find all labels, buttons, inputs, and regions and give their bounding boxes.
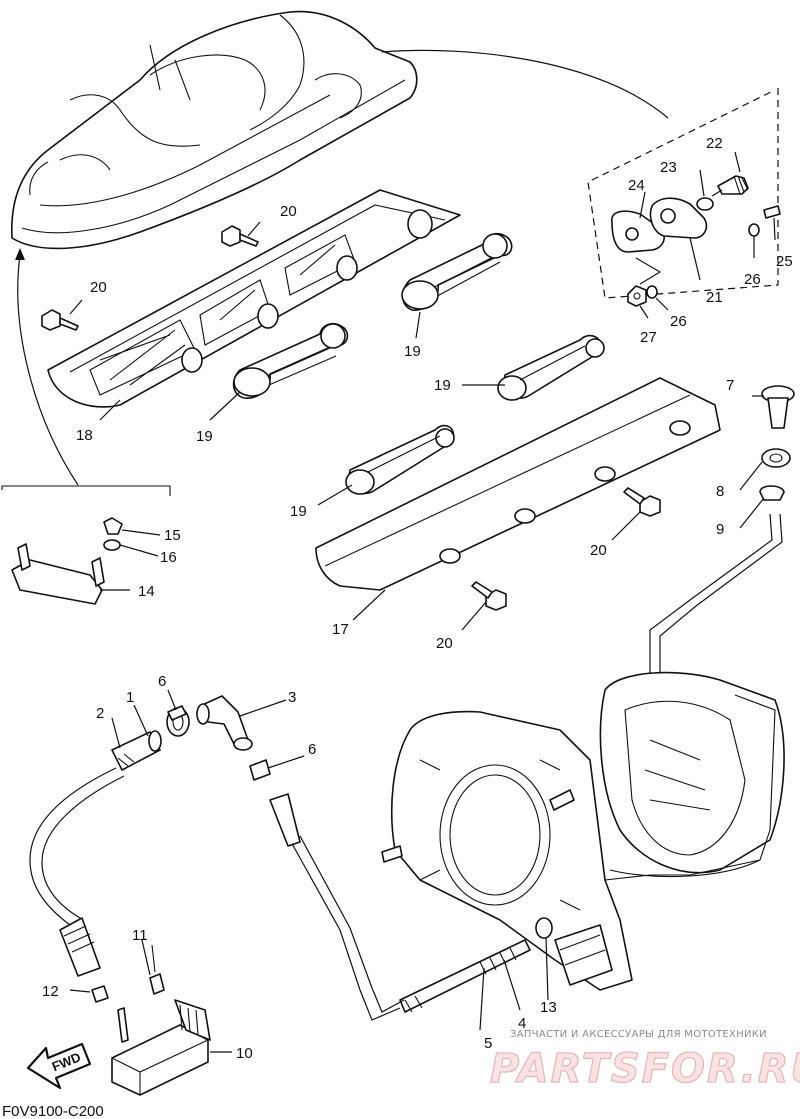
hose-long bbox=[289, 839, 401, 1021]
part-23-label: 23 bbox=[660, 159, 677, 176]
part-6a-label: 6 bbox=[158, 673, 166, 690]
sensor-box-10 bbox=[111, 999, 232, 1096]
watermark-brand: PARTSFOR.RU bbox=[490, 1046, 800, 1092]
part-20c-label: 20 bbox=[590, 542, 607, 559]
engine-mount-19-lower-left bbox=[345, 424, 455, 495]
intermediate-housing bbox=[381, 710, 761, 991]
engine-mount-bracket-18 bbox=[47, 189, 461, 408]
part-19d-label: 19 bbox=[290, 503, 307, 520]
detail-leader-upper bbox=[381, 49, 669, 119]
plug-assembly-7-9 bbox=[739, 385, 795, 529]
detail-box-right bbox=[587, 88, 781, 319]
part-4-label: 4 bbox=[518, 1015, 526, 1032]
diagram-code: F0V9100-C200 bbox=[2, 1103, 104, 1119]
part-6b-label: 6 bbox=[308, 741, 316, 758]
part-20d-label: 20 bbox=[436, 635, 453, 652]
part-11-label: 11 bbox=[132, 927, 148, 944]
watercraft-illustration bbox=[11, 10, 418, 250]
engine-mount-19-upper-left bbox=[232, 322, 349, 399]
part-7-label: 7 bbox=[726, 377, 734, 394]
hose-clamp-6-b bbox=[249, 759, 271, 781]
engine-mount-19-upper-right bbox=[401, 232, 513, 311]
part-15-label: 15 bbox=[164, 527, 181, 544]
fitting-11 bbox=[149, 944, 165, 995]
bolt-20-c bbox=[623, 487, 661, 517]
part-19b-label: 19 bbox=[196, 428, 213, 445]
part-27-label: 27 bbox=[640, 329, 657, 346]
engine-mount-bracket-17 bbox=[315, 377, 721, 591]
part-14-label: 14 bbox=[138, 583, 155, 600]
detail-leader-left bbox=[17, 254, 79, 486]
jet-pump-housing bbox=[599, 671, 785, 878]
part-18-label: 18 bbox=[76, 427, 93, 444]
elbow-fitting-3 bbox=[196, 695, 253, 751]
hose-4-5 bbox=[399, 939, 531, 1031]
cap-12 bbox=[69, 985, 109, 1003]
clamp-13 bbox=[535, 917, 553, 1001]
part-19a-label: 19 bbox=[404, 343, 421, 360]
part-21-label: 21 bbox=[706, 289, 723, 306]
part-10-label: 10 bbox=[236, 1045, 253, 1062]
bolt-20-a bbox=[221, 225, 259, 247]
label-leaders bbox=[69, 221, 641, 976]
bolt-20-b bbox=[41, 309, 79, 331]
part-19c-label: 19 bbox=[434, 377, 451, 394]
fwd-arrow-icon: FWD bbox=[26, 1042, 92, 1090]
part-12-label: 12 bbox=[42, 983, 59, 1000]
hose-to-pump bbox=[649, 513, 773, 690]
hose-fitting-1-2 bbox=[111, 730, 162, 771]
part-2-label: 2 bbox=[96, 705, 104, 722]
part-3-label: 3 bbox=[288, 689, 296, 706]
part-17-label: 17 bbox=[332, 621, 349, 638]
part-16-label: 16 bbox=[160, 549, 177, 566]
part-26b-label: 26 bbox=[670, 313, 687, 330]
part-5-label: 5 bbox=[484, 1035, 492, 1052]
part-24-label: 24 bbox=[628, 177, 645, 194]
part-22-label: 22 bbox=[706, 135, 723, 152]
part-20b-label: 20 bbox=[90, 279, 107, 296]
part-26a-label: 26 bbox=[744, 271, 761, 288]
hose-clamp-6-a bbox=[166, 705, 190, 737]
part-13-label: 13 bbox=[540, 999, 557, 1016]
part-25-label: 25 bbox=[776, 253, 793, 270]
watermark-caption: ЗАПЧАСТИ И АКСЕССУАРЫ ДЛЯ МОТОТЕХНИКИ bbox=[510, 1029, 767, 1040]
bolt-20-d bbox=[471, 581, 507, 611]
detail-box-left bbox=[1, 485, 171, 605]
part-8-label: 8 bbox=[716, 483, 724, 500]
part-20a-label: 20 bbox=[280, 203, 297, 220]
part-1-label: 1 bbox=[126, 689, 134, 706]
part-9-label: 9 bbox=[716, 521, 724, 538]
engine-mount-19-lower-right bbox=[497, 334, 605, 401]
